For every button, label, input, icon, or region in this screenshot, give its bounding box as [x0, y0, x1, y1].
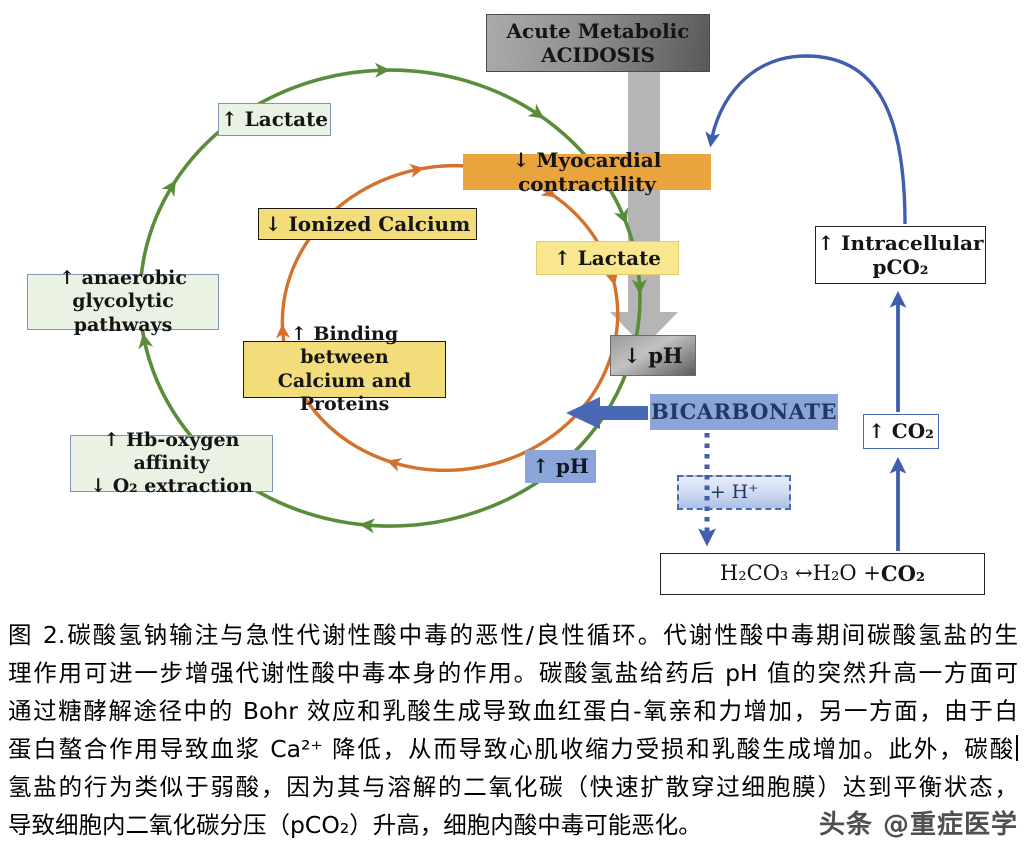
co2-box: ↑ CO₂ — [863, 414, 939, 449]
pco2-to-myocardial-arc — [705, 54, 907, 225]
intracellular-line1: ↑ Intracellular — [817, 230, 984, 255]
acidosis-box: Acute Metabolic ACIDOSIS — [486, 14, 710, 72]
acidosis-line1: Acute Metabolic — [506, 18, 690, 43]
hb-oxygen-affinity-box: ↑ Hb-oxygen affinity ↓ O₂ extraction — [70, 429, 273, 497]
binding-line2: Calcium and Proteins — [277, 369, 412, 415]
anaerobic-line2: glycolytic pathways — [72, 290, 174, 336]
caption-line-6-text: 导致细胞内二氧化碳分压（pCO₂）升高，细胞内酸中毒可能恶化。 — [8, 811, 702, 839]
myocardial-contractility-box: ↓ Myocardial contractility — [463, 148, 711, 196]
caption-line-6: 导致细胞内二氧化碳分压（pCO₂）升高，细胞内酸中毒可能恶化。 头条 @重症医学 — [8, 806, 1018, 844]
caption-line-1: 图 2.碳酸氢钠输注与急性代谢性酸中毒的恶性/良性循环。代谢性酸中毒期间碳酸氢盐… — [8, 621, 1018, 649]
ph-down-box: ↓ pH — [610, 335, 696, 376]
carbonic-acid-equation-box: H₂CO₃ ↔H₂O + CO₂ — [660, 553, 985, 595]
caption-line-5: 氢盐的行为类似于弱酸，因为其与溶解的二氧化碳（快速扩散穿过细胞膜）达到平衡状态， — [8, 773, 1018, 801]
caption-line-3: 通过糖酵解途径中的 Bohr 效应和乳酸生成导致血红蛋白-氧亲和力增加，另一方面… — [8, 697, 1018, 725]
hb-line1: ↑ Hb-oxygen affinity — [103, 428, 240, 474]
equation-text: H₂CO₃ ↔H₂O + — [719, 561, 881, 586]
caption-line-2: 理作用可进一步增强代谢性酸中毒本身的作用。碳酸氢盐给药后 pH 值的突然升高一方… — [8, 659, 1018, 687]
hb-line2: ↓ O₂ extraction — [90, 475, 253, 498]
bicarbonate-left-arrow — [566, 397, 648, 429]
lactate-box-mid: ↑ Lactate — [536, 241, 679, 275]
intracellular-pco2-box: ↑ Intracellular pCO₂ — [815, 226, 986, 284]
caption-line-4: 蛋白螯合作用导致血浆 Ca²⁺ 降低，从而导致心肌收缩力受损和乳酸生成增加。此外… — [8, 730, 1018, 768]
equation-co2-bold: CO₂ — [880, 561, 926, 587]
anaerobic-line1: ↑ anaerobic — [59, 267, 187, 290]
intracellular-line2: pCO₂ — [872, 255, 929, 279]
acidosis-line2: ACIDOSIS — [541, 43, 655, 67]
ionized-calcium-box: ↓ Ionized Calcium — [258, 208, 477, 240]
bicarbonate-box: BICARBONATE — [650, 394, 838, 430]
calcium-protein-binding-box: ↑ Binding between Calcium and Proteins — [243, 323, 446, 415]
acidosis-to-ph-gray-arrow — [610, 72, 678, 347]
figure-caption: 图 2.碳酸氢钠输注与急性代谢性酸中毒的恶性/良性循环。代谢性酸中毒期间碳酸氢盐… — [8, 616, 1018, 844]
watermark-toutiao: 头条 @重症医学 — [818, 810, 1018, 840]
ph-up-box: ↑ pH — [525, 450, 596, 483]
anaerobic-glycolytic-box: ↑ anaerobic glycolytic pathways — [27, 267, 219, 336]
text-cursor — [1016, 735, 1018, 761]
h-plus-box: + H⁺ — [677, 475, 791, 510]
binding-line1: ↑ Binding between — [290, 323, 399, 369]
lactate-box-top: ↑ Lactate — [218, 103, 331, 136]
